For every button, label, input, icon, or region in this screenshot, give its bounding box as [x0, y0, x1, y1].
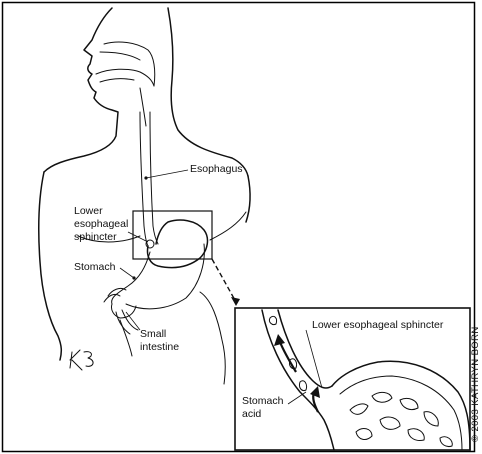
copyright-text: © 2003 KATHRYN BORN [470, 326, 481, 442]
stomach-leader [119, 267, 135, 279]
stomach-label: Stomach [74, 261, 116, 273]
stomach-outline [146, 219, 209, 269]
inset-esophagus-right [277, 309, 333, 389]
ruga-3 [399, 397, 419, 411]
small-intestine-tube [115, 311, 131, 335]
esophagus-label: Esophagus [190, 163, 243, 175]
zoom-arrowhead [231, 297, 240, 306]
zoom-box [132, 210, 213, 260]
acid-label-line2: acid [242, 408, 261, 420]
abdomen-line [199, 291, 226, 385]
small-intestine-label-line1: Small [140, 328, 166, 340]
ruga-2 [371, 391, 393, 403]
stomach-greater-curve [125, 243, 205, 310]
esophagus-leader [145, 169, 189, 179]
nasal-passage-inner [99, 51, 141, 61]
small-intestine-leader [125, 311, 141, 331]
inset-detail [261, 309, 471, 451]
reflux-arrowhead-1 [274, 334, 285, 346]
small-intestine-tube-2 [121, 309, 139, 331]
les-label-line2: esophageal [74, 218, 128, 230]
ruga-7 [355, 428, 373, 440]
acid-blob-3 [299, 380, 307, 391]
torso-left-outline [38, 171, 63, 361]
nasal-passage [103, 41, 156, 87]
throat [139, 87, 147, 127]
reflux-arrowhead-2 [310, 386, 320, 398]
inset-les-label: Lower esophageal sphincter [312, 319, 444, 331]
ruga-8 [439, 436, 453, 447]
inset-esophagus-left [261, 309, 335, 451]
pylorus [111, 303, 137, 319]
acid-blob-2 [289, 358, 297, 369]
small-intestine-label-line2: intestine [140, 341, 179, 353]
inset-stomach-outline [331, 360, 471, 451]
acid-leader [287, 391, 307, 405]
inset-box [234, 307, 471, 451]
head-profile [43, 7, 119, 173]
sphincter-ring [145, 239, 155, 249]
les-label-line3: sphincter [74, 231, 117, 243]
zoom-arrow [211, 258, 237, 303]
les-leader [127, 231, 149, 243]
inset-stomach-inner [339, 375, 463, 451]
right-torso-lower [119, 319, 133, 357]
artist-signature [69, 349, 94, 371]
reflux-arrow-1 [278, 341, 297, 373]
acid-blob-1 [269, 315, 277, 325]
right-pectoral [77, 235, 141, 243]
small-intestine-rolls [103, 287, 127, 303]
ruga-1 [349, 403, 369, 415]
stomach-body [111, 251, 151, 305]
oral-cavity [95, 68, 155, 87]
ruga-6 [407, 428, 425, 441]
torso-right-outline [245, 175, 251, 223]
esophagus-wall-right [149, 111, 159, 245]
ruga-5 [379, 416, 401, 430]
back-of-neck [167, 7, 249, 177]
les-label-line1: Lower [74, 205, 103, 217]
ruga-4 [423, 411, 439, 427]
tongue [99, 78, 135, 83]
inset-les-leader [305, 329, 323, 389]
acid-label-line1: Stomach [242, 395, 284, 407]
left-pectoral [209, 211, 247, 241]
